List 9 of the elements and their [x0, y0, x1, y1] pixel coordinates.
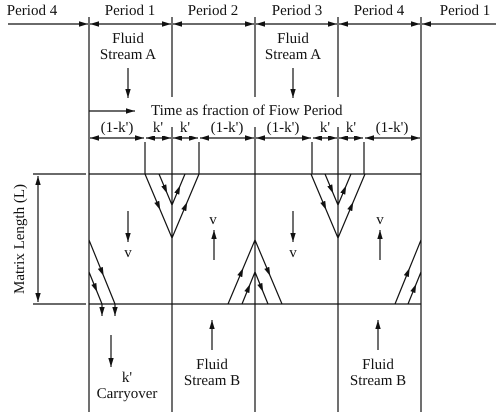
dimension-label: (1-k'): [266, 120, 300, 136]
dimension-label: k': [318, 120, 332, 136]
dimension-label: Matrix Length (L): [12, 183, 28, 295]
dimension-label: (1-k'): [374, 120, 410, 136]
dimension-label: (1-k'): [100, 120, 134, 136]
dimension-label: k': [178, 120, 192, 136]
dimension-label: k': [152, 120, 164, 136]
dimension-label: (1-k'): [210, 120, 244, 136]
dimension-label: k': [344, 120, 358, 136]
